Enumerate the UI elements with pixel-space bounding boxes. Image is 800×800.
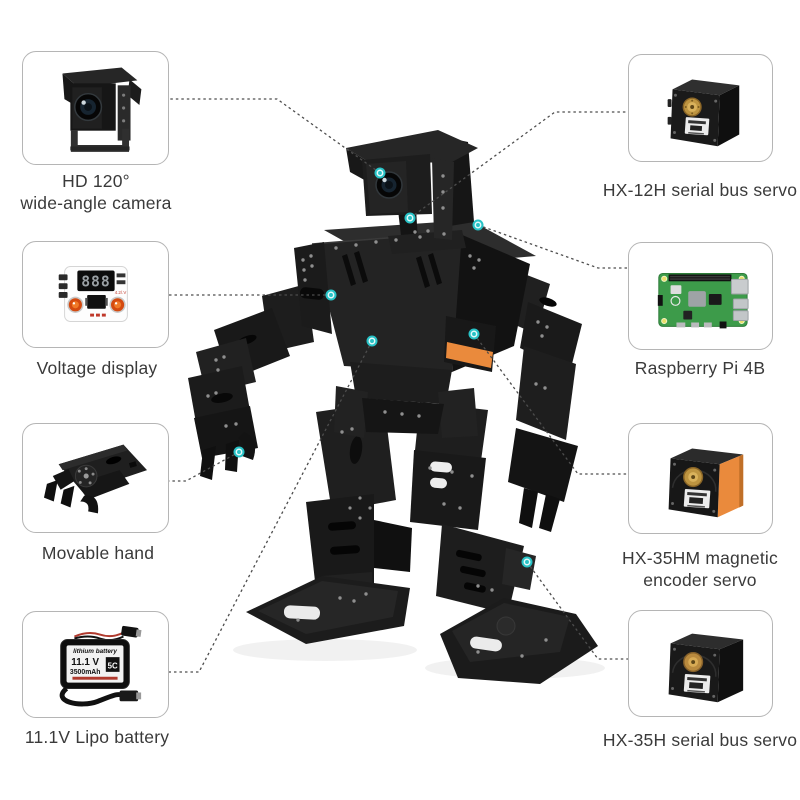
callout-label-hx-35h-servo: HX-35H serial bus servo (602, 730, 798, 750)
marker-dot-movable-hand (233, 446, 245, 458)
raspberry-pi-image (657, 272, 749, 329)
robot-left-leg (246, 402, 412, 644)
callout-label-movable-hand: Movable hand (41, 543, 155, 563)
hx-35h-servo-image (668, 633, 744, 703)
marker-dot-hx-12h-servo (404, 212, 416, 224)
robot-torso (294, 220, 536, 372)
callout-card-hx-12h-servo (628, 54, 773, 162)
callout-card-hx-35h-servo (628, 610, 773, 717)
callout-label-lipo-battery: 11.1V Lipo battery (24, 727, 170, 747)
marker-dot-voltage-display (325, 289, 337, 301)
marker-dots (233, 167, 533, 568)
robot-left-arm (188, 284, 314, 480)
callout-card-voltage-display: 888 4.2/.V (22, 241, 169, 348)
leader-lines (169, 98, 628, 673)
svg-text:4.2/.V: 4.2/.V (115, 290, 127, 295)
hx-35hm-servo-image (668, 448, 744, 518)
callout-card-movable-hand (22, 423, 169, 533)
foot-shadow-left (233, 639, 417, 661)
marker-dot-hd-camera (374, 167, 386, 179)
marker-dot-hx-35h-servo (521, 556, 533, 568)
hx-12h-servo-image (667, 79, 740, 147)
callout-card-raspberry-pi (628, 242, 773, 350)
robot-arm-encoder-servo (444, 316, 496, 372)
hd-camera-image (62, 67, 142, 152)
callout-label-hx-12h-servo: HX-12H serial bus servo (602, 180, 798, 200)
callout-label-hx-35hm-servo: HX-35HM magnetic encoder servo (622, 548, 778, 590)
robot-screws (206, 229, 549, 658)
marker-dot-lipo-battery (366, 335, 378, 347)
lipo-battery-image: lithium battery 11.1 V 3500mAh 5C (59, 625, 142, 707)
callout-label-raspberry-pi: Raspberry Pi 4B (634, 358, 766, 378)
robot-right-leg (410, 402, 598, 684)
leader-line-raspberry-pi (477, 224, 628, 269)
svg-text:11.1 V: 11.1 V (71, 657, 99, 668)
leader-line-hx-35h-servo (526, 561, 628, 660)
svg-text:5C: 5C (108, 661, 118, 670)
movable-hand-image (43, 444, 148, 514)
callout-card-hx-35hm-servo (628, 423, 773, 534)
leader-line-movable-hand (169, 451, 240, 482)
callout-card-hd-camera (22, 51, 169, 165)
marker-dot-hx-35hm-servo (468, 328, 480, 340)
voltage-display-image: 888 4.2/.V (58, 266, 128, 322)
callout-label-hd-camera: HD 120° wide-angle camera (20, 171, 172, 213)
svg-text:lithium battery: lithium battery (73, 648, 117, 655)
leader-line-hd-camera (169, 98, 381, 174)
svg-text:888: 888 (81, 274, 111, 291)
callout-card-lipo-battery: lithium battery 11.1 V 3500mAh 5C (22, 611, 169, 718)
marker-dot-raspberry-pi (472, 219, 484, 231)
robot-pelvis (334, 362, 478, 438)
callout-label-voltage-display: Voltage display (36, 358, 158, 378)
svg-text:3500mAh: 3500mAh (70, 669, 101, 676)
robot-illustration (188, 130, 598, 684)
